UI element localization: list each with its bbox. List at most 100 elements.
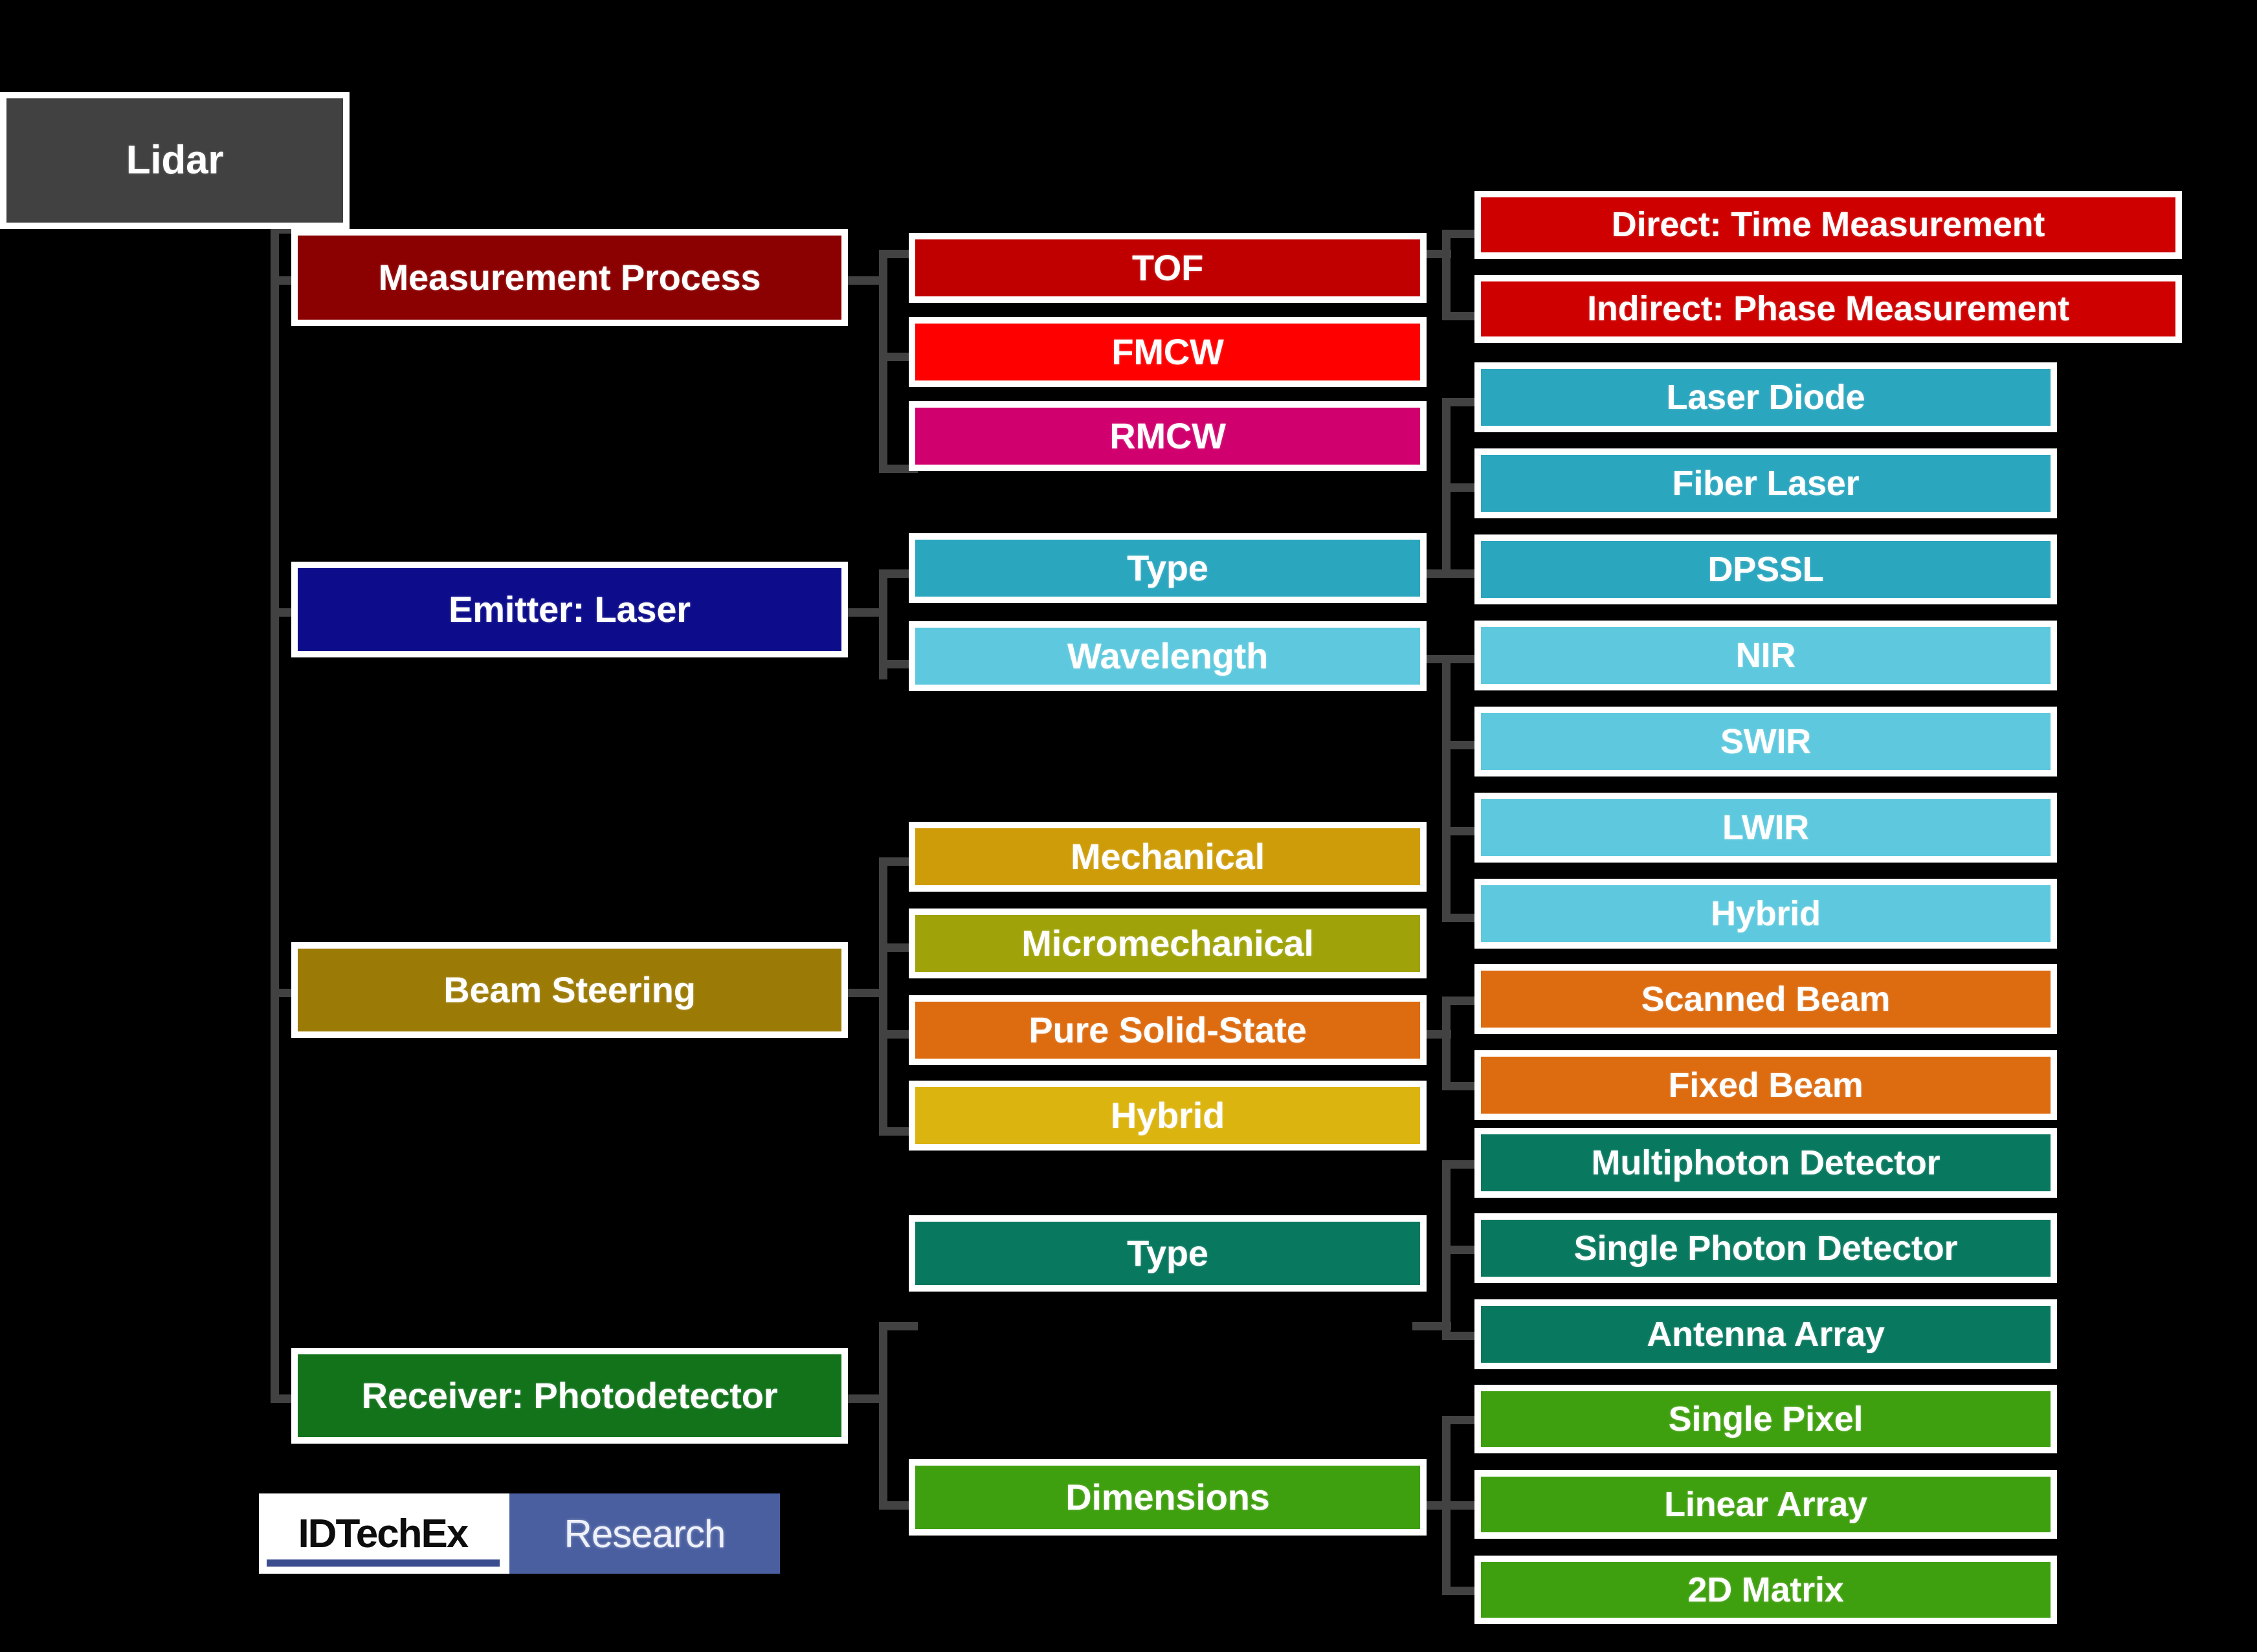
node-lidar[interactable]: Lidar xyxy=(0,92,350,229)
node-linear-array-label: Linear Array xyxy=(1664,1484,1867,1524)
node-fmcw-label: FMCW xyxy=(1111,331,1224,372)
node-laser-type-label: Type xyxy=(1127,547,1208,588)
node-antenna-array[interactable]: Antenna Array xyxy=(1474,1299,2057,1369)
logo-underline xyxy=(267,1559,500,1567)
connector-detector-to-single-photon xyxy=(1442,1246,1481,1254)
node-receiver-photodetector[interactable]: Receiver: Photodetector xyxy=(291,1348,848,1444)
node-mechanical[interactable]: Mechanical xyxy=(909,822,1427,892)
connector-detector-to-antenna xyxy=(1442,1332,1481,1340)
node-2d-matrix[interactable]: 2D Matrix xyxy=(1474,1556,2057,1624)
node-hybrid-steering-label: Hybrid xyxy=(1110,1094,1225,1136)
node-pure-solid-state-label: Pure Solid-State xyxy=(1028,1009,1307,1050)
connector-tof-to-direct xyxy=(1442,230,1481,238)
node-dimensions[interactable]: Dimensions xyxy=(909,1459,1427,1536)
connector-receiver-to-dimensions xyxy=(879,1501,918,1510)
node-wavelength-label: Wavelength xyxy=(1067,635,1269,676)
connector-laser-type-to-fiber xyxy=(1442,483,1481,492)
connector-receiver-spine xyxy=(879,1322,887,1510)
node-scanned-beam[interactable]: Scanned Beam xyxy=(1474,964,2057,1034)
node-direct-time-measurement[interactable]: Direct: Time Measurement xyxy=(1474,191,2182,259)
connector-dimensions-to-2d-matrix xyxy=(1442,1587,1481,1595)
connector-tof-spine xyxy=(1442,230,1451,320)
connector-root-trunk xyxy=(271,225,279,1403)
connector-solid-state-to-fixed xyxy=(1442,1082,1481,1090)
node-receiver-photodetector-label: Receiver: Photodetector xyxy=(361,1374,778,1416)
node-micromechanical[interactable]: Micromechanical xyxy=(909,909,1427,978)
connector-measurement-spine xyxy=(879,250,887,473)
node-measurement-process[interactable]: Measurement Process xyxy=(291,229,848,326)
node-multiphoton-detector-label: Multiphoton Detector xyxy=(1591,1143,1940,1182)
node-lwir[interactable]: LWIR xyxy=(1474,793,2057,863)
connector-measurement-out xyxy=(848,276,887,285)
node-beam-steering-label: Beam Steering xyxy=(443,969,696,1010)
connector-beam-to-solid-state xyxy=(879,1030,918,1039)
connector-wavelength-to-swir xyxy=(1442,741,1481,749)
node-emitter-laser-label: Emitter: Laser xyxy=(449,588,691,630)
node-2d-matrix-label: 2D Matrix xyxy=(1687,1570,1844,1609)
connector-beam-to-mechanical xyxy=(879,857,918,866)
node-single-pixel[interactable]: Single Pixel xyxy=(1474,1385,2057,1453)
node-beam-steering[interactable]: Beam Steering xyxy=(291,942,848,1038)
node-hybrid-wavelength-label: Hybrid xyxy=(1711,894,1821,933)
node-scanned-beam-label: Scanned Beam xyxy=(1641,979,1891,1019)
node-laser-type[interactable]: Type xyxy=(909,533,1427,603)
connector-wavelength-to-hybrid xyxy=(1442,914,1481,922)
node-emitter-laser[interactable]: Emitter: Laser xyxy=(291,562,848,657)
node-hybrid-steering[interactable]: Hybrid xyxy=(909,1081,1427,1151)
node-dpssl[interactable]: DPSSL xyxy=(1474,534,2057,604)
node-tof[interactable]: TOF xyxy=(909,233,1427,303)
node-fmcw[interactable]: FMCW xyxy=(909,317,1427,387)
node-micromechanical-label: Micromechanical xyxy=(1021,922,1314,964)
connector-solid-state-spine xyxy=(1442,997,1451,1090)
idtechex-research-logo: IDTechEx Research xyxy=(259,1493,780,1574)
node-laser-diode-label: Laser Diode xyxy=(1666,377,1865,417)
connector-solid-state-to-scanned xyxy=(1442,997,1481,1005)
connector-beam-to-micromechanical xyxy=(879,943,918,952)
logo-product: Research xyxy=(509,1493,780,1574)
node-swir[interactable]: SWIR xyxy=(1474,707,2057,776)
connector-dimensions-to-linear-array xyxy=(1442,1501,1481,1510)
node-measurement-process-label: Measurement Process xyxy=(378,256,761,298)
node-hybrid-wavelength[interactable]: Hybrid xyxy=(1474,879,2057,949)
node-rmcw-label: RMCW xyxy=(1109,415,1226,456)
connector-laser-type-to-dpssl xyxy=(1442,569,1481,578)
node-pure-solid-state[interactable]: Pure Solid-State xyxy=(909,995,1427,1065)
node-wavelength[interactable]: Wavelength xyxy=(909,621,1427,691)
connector-emitter-to-type xyxy=(879,569,918,578)
connector-measurement-to-fmcw xyxy=(879,353,918,361)
node-multiphoton-detector[interactable]: Multiphoton Detector xyxy=(1474,1128,2057,1198)
node-nir[interactable]: NIR xyxy=(1474,621,2057,690)
node-single-pixel-label: Single Pixel xyxy=(1668,1399,1863,1438)
connector-emitter-spine xyxy=(879,569,887,679)
node-fiber-laser[interactable]: Fiber Laser xyxy=(1474,448,2057,518)
node-dpssl-label: DPSSL xyxy=(1707,549,1824,589)
node-single-photon-detector[interactable]: Single Photon Detector xyxy=(1474,1213,2057,1283)
node-indirect-phase-measurement-label: Indirect: Phase Measurement xyxy=(1587,289,2069,329)
node-detector-type-label: Type xyxy=(1127,1232,1208,1273)
node-tof-label: TOF xyxy=(1131,247,1204,288)
node-indirect-phase-measurement[interactable]: Indirect: Phase Measurement xyxy=(1474,275,2182,343)
node-mechanical-label: Mechanical xyxy=(1071,835,1265,877)
connector-beam-steering-out xyxy=(848,989,887,997)
connector-detector-to-multiphoton xyxy=(1442,1160,1481,1169)
connector-receiver-out xyxy=(848,1394,887,1403)
connector-detector-type-out xyxy=(1412,1322,1451,1330)
connector-receiver-to-type xyxy=(879,1322,918,1330)
node-lwir-label: LWIR xyxy=(1722,808,1810,847)
node-rmcw[interactable]: RMCW xyxy=(909,401,1427,471)
node-detector-type[interactable]: Type xyxy=(909,1215,1427,1292)
node-swir-label: SWIR xyxy=(1720,721,1812,761)
node-nir-label: NIR xyxy=(1735,635,1796,675)
node-fiber-laser-label: Fiber Laser xyxy=(1672,463,1860,503)
node-linear-array[interactable]: Linear Array xyxy=(1474,1470,2057,1539)
node-laser-diode[interactable]: Laser Diode xyxy=(1474,362,2057,432)
connector-dimensions-to-single-pixel xyxy=(1442,1416,1481,1424)
connector-beam-to-hybrid xyxy=(879,1127,918,1136)
connector-beam-steering-spine xyxy=(879,857,887,1136)
connector-emitter-to-wavelength xyxy=(879,660,918,668)
node-single-photon-detector-label: Single Photon Detector xyxy=(1573,1228,1958,1268)
node-lidar-label: Lidar xyxy=(126,138,224,183)
node-fixed-beam[interactable]: Fixed Beam xyxy=(1474,1050,2057,1120)
connector-tof-to-indirect xyxy=(1442,312,1481,320)
